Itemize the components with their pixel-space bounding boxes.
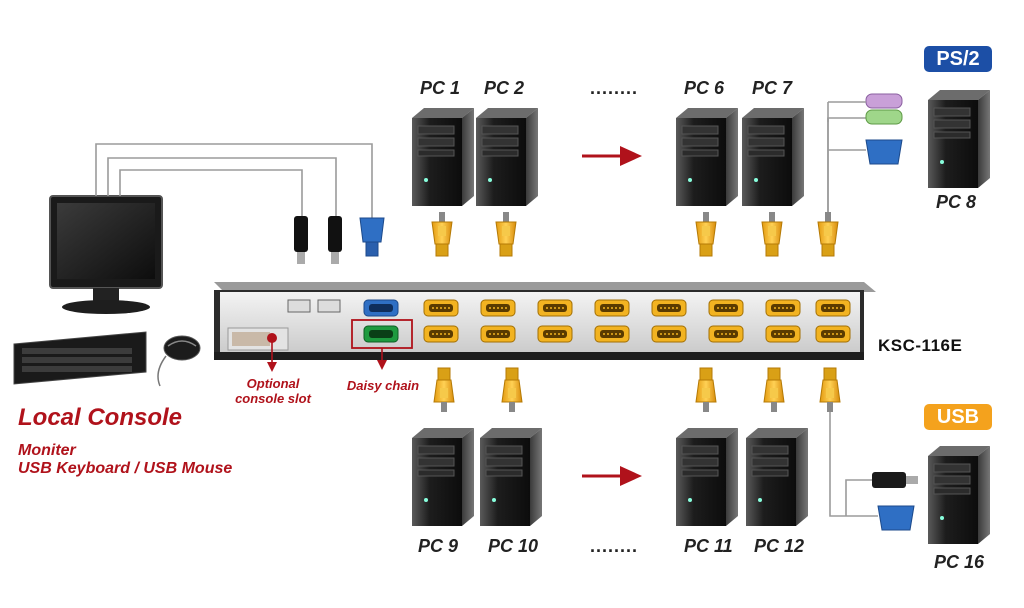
annotation-pointers [267, 333, 387, 372]
pc6-label: PC 6 [684, 78, 725, 98]
pc-tower-icon [675, 107, 739, 207]
usb-cable-bundle [829, 412, 878, 517]
pc8-label: PC 8 [936, 192, 977, 212]
pc7-label: PC 7 [752, 78, 793, 98]
pc16-label: PC 16 [934, 552, 985, 572]
vga-blue-connector-icon [359, 217, 385, 257]
pc-tower-icon [411, 427, 475, 527]
arrow-right-icon [582, 146, 642, 166]
local-console-title: Local Console [18, 404, 183, 431]
pc-tower-icon [475, 107, 539, 207]
kvm-switch-panel [214, 282, 876, 360]
bottom-ellipsis: ........ [590, 536, 639, 556]
pc11-label: PC 11 [684, 536, 733, 556]
usb-plug-icon [328, 216, 342, 264]
local-console-line2: USB Keyboard / USB Mouse [18, 460, 233, 477]
mouse-icon [157, 335, 201, 387]
bottom-vga-cables [433, 367, 841, 413]
monitor-icon [49, 195, 163, 314]
pc1-label: PC 1 [420, 78, 461, 98]
usb-connector-icon [872, 472, 918, 531]
usb-badge: USB [924, 404, 992, 430]
ps2-badge: PS/2 [924, 46, 992, 72]
ps2-cable-bundle [827, 117, 866, 212]
ps2-connector-icon [865, 93, 903, 165]
device-model-label: KSC-116E [878, 336, 963, 355]
keyboard-icon [13, 331, 147, 385]
pc-tower-icon [927, 89, 991, 189]
pc-tower-icon [745, 427, 809, 527]
pc-tower-icon [479, 427, 543, 527]
pc-tower-icon [675, 427, 739, 527]
optional-slot-label-line2: console slot [235, 391, 311, 406]
local-console-line1: Moniter [18, 442, 76, 459]
console-cables [95, 143, 373, 218]
top-ellipsis: ........ [590, 78, 639, 98]
pc9-label: PC 9 [418, 536, 459, 556]
top-vga-cables [431, 211, 839, 257]
optional-slot-label: Optional console slot [226, 376, 320, 406]
pc-tower-icon [741, 107, 805, 207]
pc12-label: PC 12 [754, 536, 805, 556]
arrow-right-icon [582, 466, 642, 486]
daisy-chain-label: Daisy chain [346, 378, 420, 393]
optional-slot-label-line1: Optional [246, 376, 300, 391]
usb-plug-icon [294, 216, 308, 264]
pc2-label: PC 2 [484, 78, 525, 98]
pc-tower-icon [927, 445, 991, 545]
pc-tower-icon [411, 107, 475, 207]
pc10-label: PC 10 [488, 536, 539, 556]
